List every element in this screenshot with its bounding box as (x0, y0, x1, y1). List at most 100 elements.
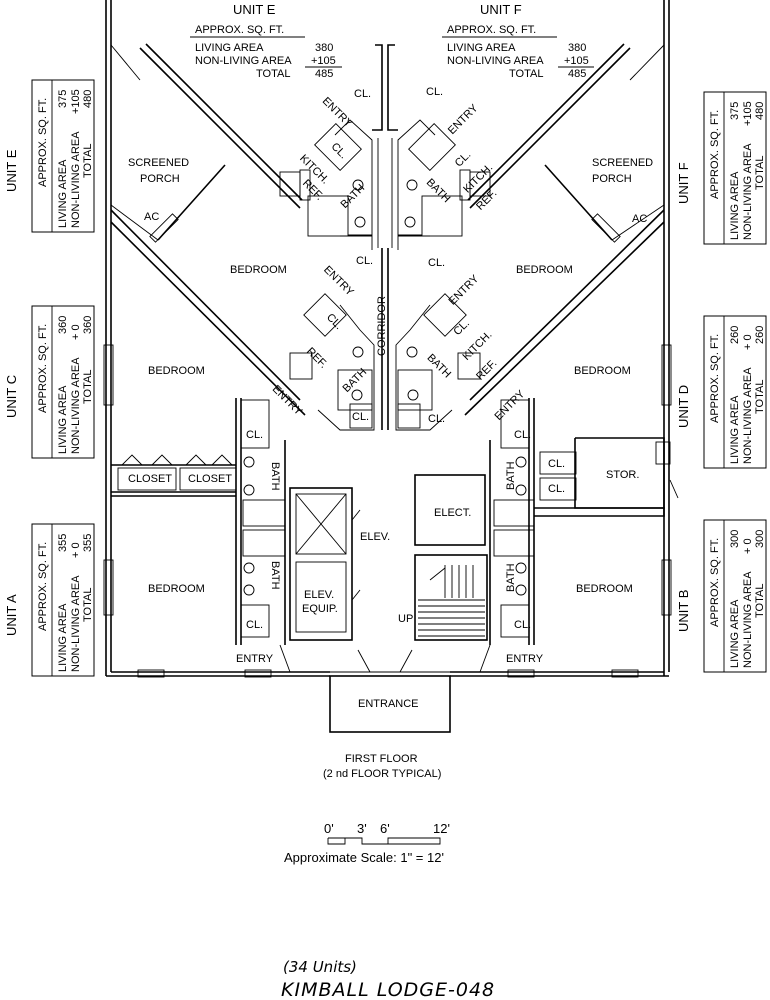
non-living-label: NON-LIVING AREA (195, 55, 292, 67)
non-living-label: NON-LIVING AREA (742, 571, 754, 668)
caption-line1: FIRST FLOOR (345, 753, 418, 765)
room-cl: CL. (354, 88, 371, 100)
approx-label: APPROX. SQ. FT. (195, 24, 284, 36)
living-label: LIVING AREA (57, 159, 69, 228)
total-value: 300 (754, 530, 766, 548)
living-label: LIVING AREA (447, 42, 516, 54)
bedroom-c: BEDROOM (148, 365, 205, 377)
non-living-label: NON-LIVING AREA (742, 367, 754, 464)
elect-label: ELECT. (434, 507, 471, 519)
scale-bar: 0' 3' 6' 12' Approximate Scale: 1" = 12' (284, 821, 450, 865)
approx-label: APPROX. SQ. FT. (709, 110, 721, 199)
area-table-unit-e: UNIT E APPROX. SQ. FT. LIVING AREA NON-L… (4, 79, 95, 233)
living-value: 355 (57, 534, 69, 552)
caption-line2: (2 nd FLOOR TYPICAL) (323, 768, 441, 780)
total-label: TOTAL (754, 380, 766, 414)
living-label: LIVING AREA (57, 603, 69, 672)
unit-label: UNIT B (676, 590, 691, 632)
living-value: 360 (57, 316, 69, 334)
total-label: TOTAL (82, 370, 94, 404)
closet-2: CLOSET (188, 473, 232, 485)
screened-porch-left: SCREENED (128, 157, 189, 169)
approx-label: APPROX. SQ. FT. (37, 98, 49, 187)
caption: FIRST FLOOR (2 nd FLOOR TYPICAL) (323, 753, 441, 780)
living-value: 375 (57, 90, 69, 108)
total-value: 360 (82, 316, 94, 334)
room-labels: CL. ENTRY CL. KITCH. REF. BATH CL. SCREE… (128, 86, 653, 710)
non-living-label: NON-LIVING AREA (70, 131, 82, 228)
area-table-unit-b: UNIT B APPROX. SQ. FT. LIVING AREA NON-L… (676, 519, 767, 673)
total-label: TOTAL (82, 144, 94, 178)
room-bath: BATH (505, 461, 517, 490)
room-entry: ENTRY (493, 388, 528, 423)
room-cl: CL. (451, 317, 472, 338)
living-label: LIVING AREA (195, 42, 264, 54)
unit-e-title: UNIT E (233, 2, 276, 17)
room-cl: CL. (428, 413, 445, 425)
room-cl: CL. (548, 483, 565, 495)
living-label: LIVING AREA (57, 385, 69, 454)
total-label: TOTAL (82, 588, 94, 622)
room-entry: ENTRY (270, 383, 305, 418)
room-cl: CL. (428, 257, 445, 269)
non-living-value: +105 (742, 101, 754, 126)
non-living-value: +105 (311, 55, 336, 67)
area-table-top-e: UNIT E APPROX. SQ. FT. LIVING AREA 380 N… (190, 2, 342, 80)
ac-left: AC (144, 211, 159, 223)
room-cl: CL. (514, 619, 531, 631)
bedroom-a: BEDROOM (148, 583, 205, 595)
room-ref: REF. (304, 345, 329, 370)
room-bath: BATH (269, 462, 281, 491)
scale-tick-12: 12' (433, 821, 450, 836)
stair-up: UP (398, 613, 413, 625)
living-label: LIVING AREA (729, 171, 741, 240)
unit-label: UNIT F (676, 162, 691, 204)
room-cl: CL. (356, 255, 373, 267)
non-living-label: NON-LIVING AREA (742, 143, 754, 240)
scale-text: Approximate Scale: 1" = 12' (284, 850, 444, 865)
non-living-value: +105 (564, 55, 589, 67)
closet-1: CLOSET (128, 473, 172, 485)
room-entry: ENTRY (321, 264, 356, 299)
non-living-value: +105 (70, 89, 82, 114)
non-living-value: + 0 (70, 542, 82, 558)
area-table-unit-c: UNIT C APPROX. SQ. FT. LIVING AREA NON-L… (4, 305, 95, 459)
room-cl: CL. (548, 458, 565, 470)
entrance-label: ENTRANCE (358, 698, 419, 710)
unit-label: UNIT D (676, 385, 691, 428)
bedroom-e: BEDROOM (230, 264, 287, 276)
room-bath: BATH (424, 352, 453, 381)
unit-f-title: UNIT F (480, 2, 522, 17)
approx-label: APPROX. SQ. FT. (447, 24, 536, 36)
total-label: TOTAL (754, 156, 766, 190)
room-bath: BATH (505, 563, 517, 592)
room-cl: CL. (324, 311, 345, 332)
entry-b: ENTRY (506, 653, 544, 665)
screened-porch-left-2: PORCH (140, 173, 180, 185)
total-label: TOTAL (256, 68, 290, 80)
total-value: 355 (82, 534, 94, 552)
bedroom-d: BEDROOM (574, 365, 631, 377)
area-table-unit-d: UNIT D APPROX. SQ. FT. LIVING AREA NON-L… (676, 315, 767, 469)
room-bath: BATH (269, 561, 281, 590)
total-label: TOTAL (754, 584, 766, 618)
elev-equip-label-2: EQUIP. (302, 603, 338, 615)
unit-count: (34 Units) (283, 958, 357, 976)
non-living-label: NON-LIVING AREA (70, 357, 82, 454)
scale-tick-3: 3' (357, 821, 367, 836)
room-cl: CL. (514, 429, 531, 441)
room-cl: CL. (246, 429, 263, 441)
unit-label: UNIT A (4, 594, 19, 636)
non-living-label: NON-LIVING AREA (70, 575, 82, 672)
entry-a: ENTRY (236, 653, 274, 665)
living-value: 380 (568, 42, 586, 54)
room-bath: BATH (424, 177, 453, 206)
room-cl: CL. (453, 149, 474, 170)
room-entry: ENTRY (447, 273, 482, 308)
elev-label: ELEV. (360, 531, 390, 543)
non-living-label: NON-LIVING AREA (447, 55, 544, 67)
area-table-unit-f: UNIT F APPROX. SQ. FT. LIVING AREA NON-L… (676, 91, 767, 245)
living-label: LIVING AREA (729, 599, 741, 668)
room-cl: CL. (246, 619, 263, 631)
